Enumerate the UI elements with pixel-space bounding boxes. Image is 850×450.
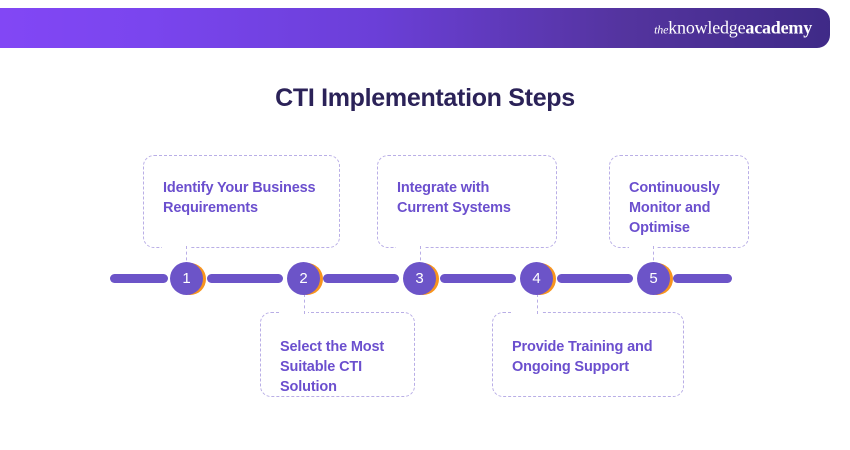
header-bar: theknowledgeacademy — [0, 8, 830, 48]
timeline: 1 2 3 4 5 — [0, 262, 850, 296]
timeline-node-3[interactable]: 3 — [403, 262, 439, 296]
callout-step-5: Continuously Monitor and Optimise — [609, 155, 749, 248]
timeline-node-1[interactable]: 1 — [170, 262, 206, 296]
callout-step-3-stub-mask — [396, 244, 424, 252]
callout-step-1-stub-mask — [162, 244, 190, 252]
callout-step-5-label: Continuously Monitor and Optimise — [629, 180, 720, 236]
callout-step-3-connector — [420, 246, 421, 266]
page-title: CTI Implementation Steps — [275, 84, 575, 112]
node-number-3: 3 — [403, 262, 436, 295]
node-number-1: 1 — [170, 262, 203, 295]
callout-step-2: Select the Most Suitable CTI Solution — [260, 312, 415, 397]
node-number-4: 4 — [520, 262, 553, 295]
logo-the: the — [654, 22, 669, 37]
callout-step-5-stub-mask — [629, 244, 657, 252]
callout-step-5-connector — [653, 246, 654, 266]
rail-segment-1-2 — [207, 274, 283, 283]
callout-step-3-label: Integrate with Current Systems — [397, 180, 511, 216]
rail-segment-4-5 — [557, 274, 633, 283]
callout-step-4-label: Provide Training and Ongoing Support — [512, 339, 653, 375]
rail-segment-end — [673, 274, 732, 283]
callout-step-1-label: Identify Your Business Requirements — [163, 180, 316, 216]
brand-logo: theknowledgeacademy — [654, 18, 812, 39]
callout-step-2-stub-mask — [280, 308, 308, 316]
callout-step-1-connector — [186, 246, 187, 266]
callout-step-2-connector — [304, 294, 305, 314]
callout-step-4-connector — [537, 294, 538, 314]
rail-segment-start — [110, 274, 168, 283]
callout-step-4: Provide Training and Ongoing Support — [492, 312, 684, 397]
rail-segment-3-4 — [440, 274, 516, 283]
node-number-2: 2 — [287, 262, 320, 295]
timeline-node-5[interactable]: 5 — [637, 262, 673, 296]
logo-academy: academy — [745, 17, 812, 38]
callout-step-1: Identify Your Business Requirements — [143, 155, 340, 248]
callout-step-2-label: Select the Most Suitable CTI Solution — [280, 339, 385, 395]
timeline-node-2[interactable]: 2 — [287, 262, 323, 296]
timeline-node-4[interactable]: 4 — [520, 262, 556, 296]
node-number-5: 5 — [637, 262, 670, 295]
logo-knowledge: knowledge — [668, 17, 746, 38]
rail-segment-2-3 — [323, 274, 399, 283]
callout-step-4-stub-mask — [513, 308, 541, 316]
callout-step-3: Integrate with Current Systems — [377, 155, 557, 248]
